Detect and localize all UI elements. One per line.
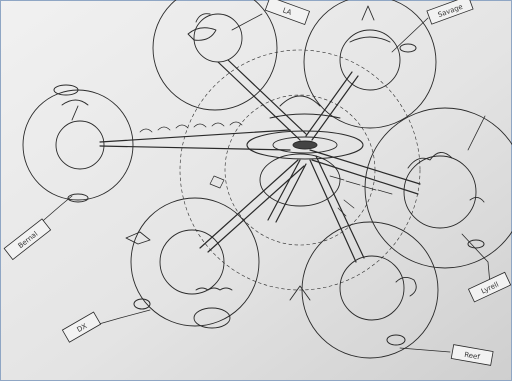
sketch-frame: LA Savage Bernal DX Lyrell Reef: [0, 0, 512, 381]
space-station-sketch: LA Savage Bernal DX Lyrell Reef: [0, 0, 512, 381]
